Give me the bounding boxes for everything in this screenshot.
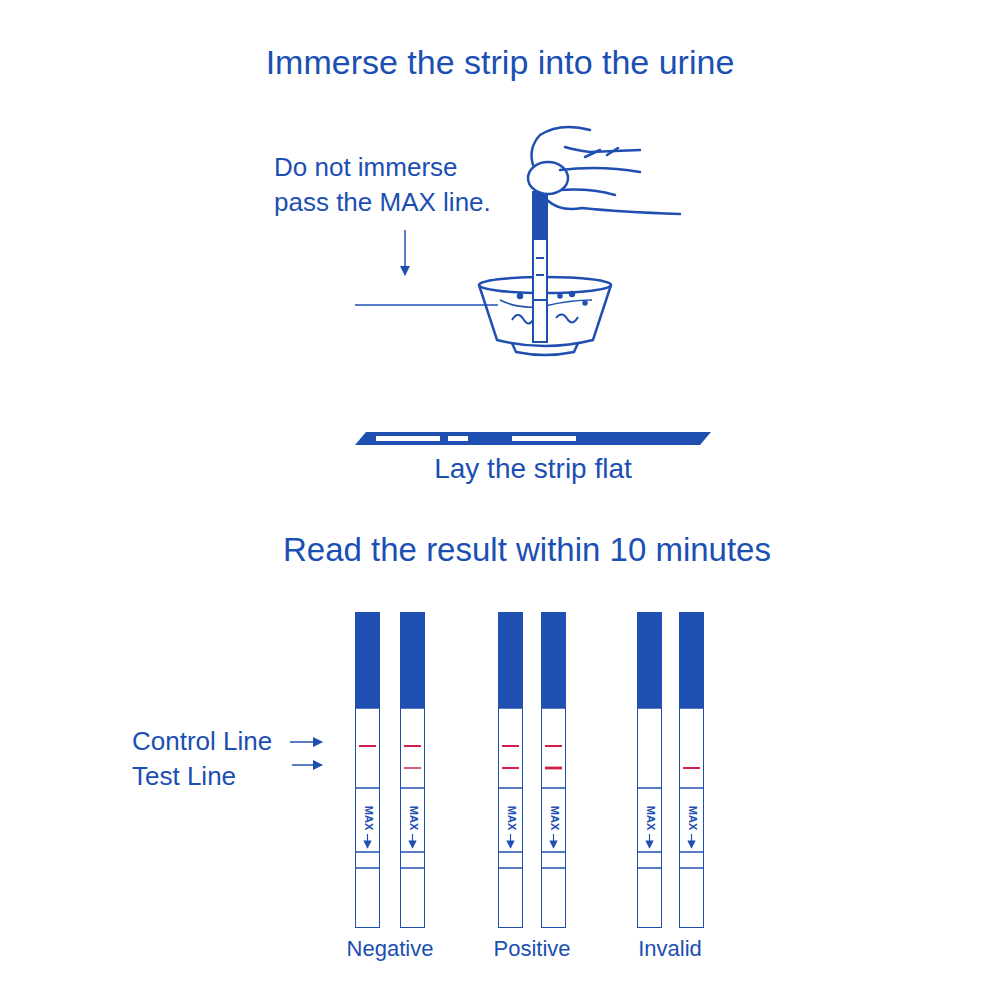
max-line-marker [355,230,498,305]
strip-divider [498,707,523,709]
strip-divider [679,707,704,709]
warning-note: Do not immerse pass the MAX line. [274,150,502,219]
test-strip: MAX [355,612,380,928]
max-mark: MAX [505,806,516,830]
part-label: Test Line [132,761,236,792]
test-band [502,767,519,769]
strip-divider [637,851,662,853]
test-strip: MAX [637,612,662,928]
max-arrow [367,834,368,848]
strip-divider [355,851,380,853]
strip-divider [498,851,523,853]
max-arrow [412,834,413,848]
strip-divider [541,867,566,869]
strip-divider [498,787,523,789]
control-band [502,745,519,747]
max-arrow [649,834,650,848]
result-label: Invalid [638,936,702,962]
strip-divider [400,851,425,853]
result-label: Negative [347,936,434,962]
test-band [545,767,562,770]
strip-handle [400,612,425,708]
test-strip: MAX [400,612,425,928]
strip-divider [679,867,704,869]
strip-divider [637,707,662,709]
step-heading: Read the result within 10 minutes [283,530,771,570]
step-heading: Lay the strip flat [434,452,632,486]
max-mark: MAX [362,806,373,830]
strip-detail [679,612,704,868]
control-band [404,745,421,747]
strip-divider [355,867,380,869]
step-heading: Immerse the strip into the urine [266,42,735,83]
test-band [683,767,700,769]
strip-divider [541,851,566,853]
strip-divider [637,787,662,789]
hand [528,127,680,214]
strip-handle [541,612,566,708]
strip-detail [355,612,380,868]
flat-strip [355,432,711,445]
max-arrow [691,834,692,848]
control-band [359,745,376,747]
strip-divider [400,867,425,869]
leader-arrows [290,742,322,765]
strip-handle [637,612,662,708]
strip-divider [355,707,380,709]
test-strip: MAX [541,612,566,928]
strip-handle [355,612,380,708]
test-strip: MAX [498,612,523,928]
max-mark: MAX [407,806,418,830]
strip-divider [400,787,425,789]
max-mark: MAX [548,806,559,830]
result-label: Positive [493,936,570,962]
strip-divider [541,707,566,709]
strip-handle [679,612,704,708]
control-band [545,745,562,747]
strip-handle [498,612,523,708]
test-band [404,767,421,769]
strip-detail [541,612,566,868]
dip-strip [533,192,547,342]
strip-divider [541,787,566,789]
strip-divider [400,707,425,709]
max-arrow [510,834,511,848]
strip-detail [637,612,662,868]
strip-detail [400,612,425,868]
strip-divider [679,787,704,789]
max-mark: MAX [686,806,697,830]
strip-divider [679,851,704,853]
max-arrow [553,834,554,848]
strip-divider [355,787,380,789]
max-mark: MAX [644,806,655,830]
strip-detail [498,612,523,868]
part-label: Control Line [132,726,272,757]
strip-details [355,612,704,868]
test-strip: MAX [679,612,704,928]
strip-divider [637,867,662,869]
strip-divider [498,867,523,869]
